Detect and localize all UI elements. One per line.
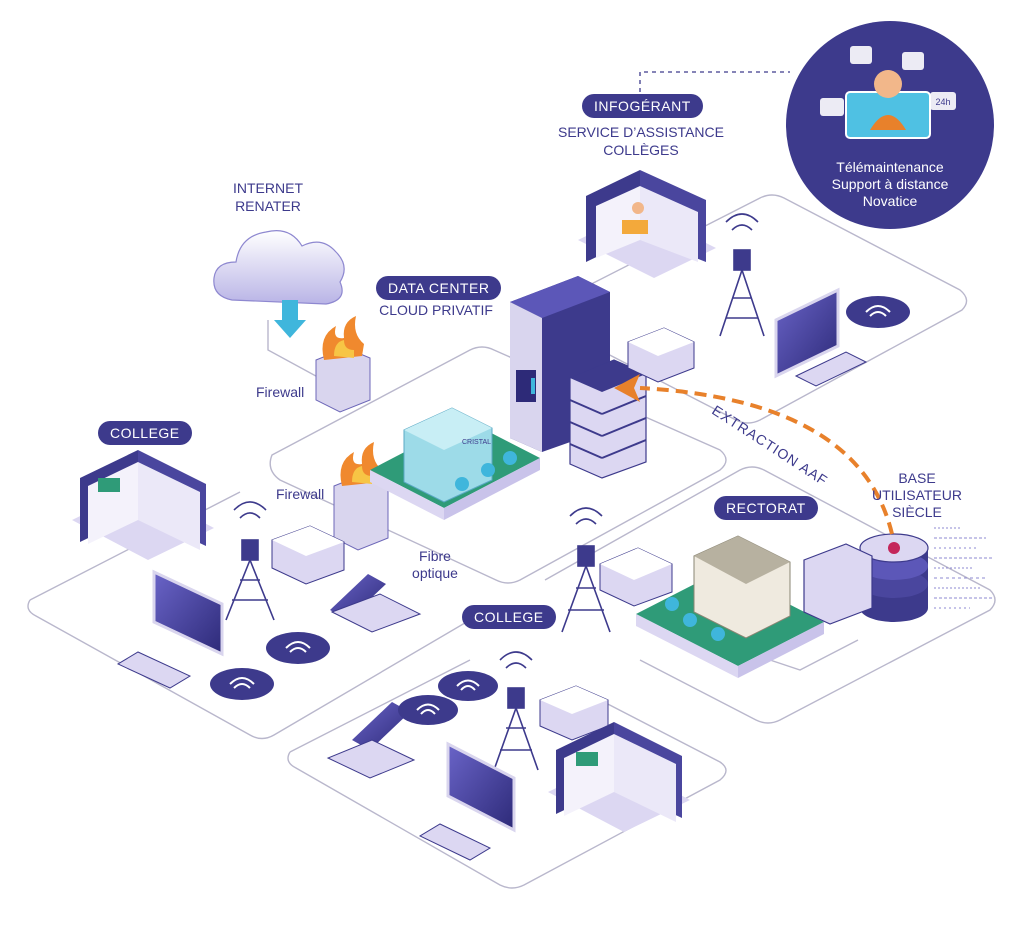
desktop-college-bottom xyxy=(326,671,516,861)
internet-label-line1: INTERNET xyxy=(233,180,303,196)
switch-datacenter xyxy=(627,327,695,383)
support-link xyxy=(639,71,790,100)
college-label-bottom: COLLEGE xyxy=(462,605,556,629)
base-label-line1: BASE xyxy=(898,470,936,486)
antenna-tower-infogerant xyxy=(719,213,765,337)
service-label-line2: COLLÈGES xyxy=(603,142,679,158)
extraction-arrowhead xyxy=(614,374,640,402)
building-sign: CRISTAL xyxy=(462,439,491,446)
zone-infogerant xyxy=(559,194,968,424)
firewall-label-top: Firewall xyxy=(256,384,305,400)
college-label-left: COLLEGE xyxy=(98,421,192,445)
switch-college-left xyxy=(271,525,345,585)
desktop-infogerant xyxy=(774,287,910,387)
support-line2: Support à distance xyxy=(831,176,949,192)
antenna-tower-college-bottom xyxy=(493,651,539,771)
service-label-line1: SERVICE D’ASSISTANCE xyxy=(558,124,724,140)
badge-24h: 24h xyxy=(935,97,950,107)
datacenter-platform: CRISTAL xyxy=(370,407,540,520)
firewall-mid xyxy=(333,442,389,551)
rectorat-label: RECTORAT xyxy=(714,496,818,520)
room-college-bottom xyxy=(548,722,690,832)
zone-college-bottom xyxy=(287,659,727,889)
datacenter-label: DATA CENTER xyxy=(376,276,502,300)
support-text: Télémaintenance Support à distance Novat… xyxy=(800,159,980,210)
switch-rectorat xyxy=(599,547,673,607)
support-line1: Télémaintenance xyxy=(836,159,944,175)
infogerant-label: INFOGÉRANT xyxy=(582,94,703,118)
fibre-label-line2: optique xyxy=(412,565,458,581)
fibre-label-line1: Fibre xyxy=(419,548,451,564)
link-rectorat-base xyxy=(769,639,859,671)
internet-cloud xyxy=(213,230,345,338)
switch-college-bottom xyxy=(539,685,609,741)
support-bubble: 24h xyxy=(786,21,994,229)
extraction-arrow xyxy=(639,386,894,535)
antenna-tower-college-left xyxy=(225,501,275,621)
zone-datacenter xyxy=(269,346,727,584)
firewall-label-mid: Firewall xyxy=(276,486,325,502)
cloud-label: CLOUD PRIVATIF xyxy=(379,302,493,318)
base-label-line3: SIÈCLE xyxy=(892,504,942,520)
zone-rectorat xyxy=(544,466,996,724)
rectorat-building xyxy=(636,535,824,678)
database xyxy=(803,533,929,625)
desktop-college-left xyxy=(116,569,422,700)
room-infogerant xyxy=(578,170,716,278)
data-columns xyxy=(934,527,994,609)
base-label-line2: UTILISATEUR xyxy=(872,487,962,503)
antenna-tower-rectorat xyxy=(561,507,611,633)
support-line3: Novatice xyxy=(862,193,918,209)
room-college-left xyxy=(72,450,214,560)
zone-outlines xyxy=(27,194,996,889)
firewall-top xyxy=(315,316,371,413)
internet-label-line2: RENATER xyxy=(235,198,301,214)
